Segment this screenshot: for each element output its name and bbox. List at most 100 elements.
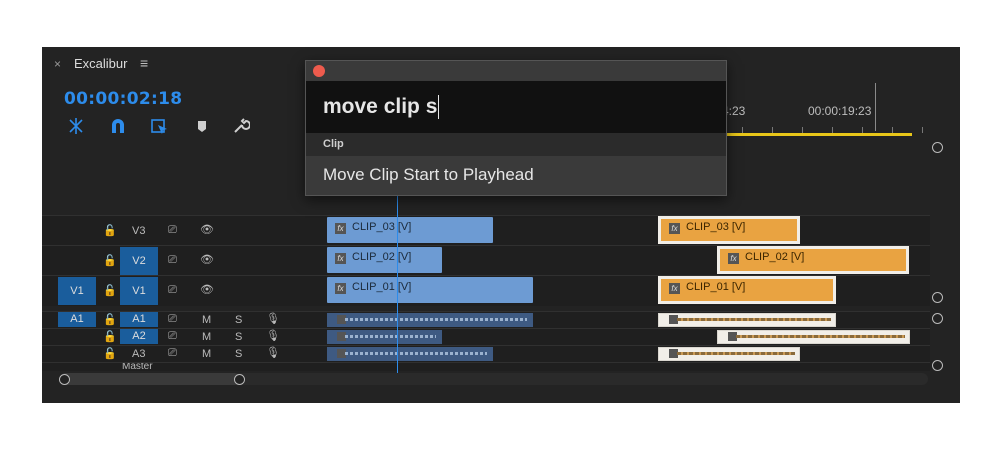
results-section-header: Clip [323, 138, 344, 150]
eye-icon[interactable]: 👁 [200, 254, 214, 266]
clip-v3-left[interactable]: fx CLIP_03 [V] [327, 217, 493, 243]
lock-icon[interactable]: 🔓 [103, 255, 117, 267]
clip-v1-right[interactable]: fx CLIP_01 [V] [658, 276, 836, 304]
ruler-tick [922, 127, 923, 133]
fx-badge-icon: fx [669, 283, 680, 294]
mute-button[interactable]: M [202, 331, 212, 343]
track-target-v2[interactable]: V2 [120, 247, 158, 275]
fx-badge-icon: fx [728, 253, 739, 264]
ruler-label: 00:00:19:23 [808, 104, 872, 118]
zoom-end-knob[interactable] [234, 374, 245, 385]
eye-icon[interactable]: 👁 [200, 224, 214, 236]
toggle-sync-icon[interactable]: ⎚ [168, 224, 177, 236]
fx-badge-icon: fx [335, 253, 346, 264]
mute-button[interactable]: M [202, 348, 212, 360]
source-patch-v1[interactable]: V1 [58, 277, 96, 305]
video-scroll-top-knob[interactable] [932, 142, 943, 153]
clip-label: CLIP_02 [V] [745, 251, 805, 263]
clip-label: CLIP_02 [V] [352, 251, 412, 263]
toggle-sync-icon[interactable]: ⎚ [168, 313, 177, 325]
track-name-a3[interactable]: A3 [132, 348, 146, 360]
search-result-item[interactable]: Move Clip Start to Playhead [306, 156, 726, 195]
clip-v2-left[interactable]: fx CLIP_02 [V] [327, 247, 442, 273]
track-target-a2[interactable]: A2 [120, 329, 158, 344]
lock-icon[interactable]: 🔓 [103, 314, 117, 326]
microphone-icon[interactable]: 🎙 [266, 330, 280, 342]
waveform [345, 352, 487, 355]
master-track-label: Master [122, 363, 153, 371]
zoom-start-knob[interactable] [59, 374, 70, 385]
close-button[interactable] [313, 65, 325, 77]
popup-titlebar [306, 61, 726, 81]
command-search-input[interactable]: move clip s [306, 81, 726, 133]
audio-clip-a3-right[interactable] [658, 347, 800, 361]
wrench-icon[interactable] [232, 117, 250, 135]
fx-badge-icon: fx [335, 283, 346, 294]
lock-icon[interactable]: 🔓 [103, 225, 117, 237]
audio-clip-a3-left[interactable] [327, 347, 493, 361]
clip-v2-right[interactable]: fx CLIP_02 [V] [717, 246, 909, 274]
ruler-tick [862, 127, 863, 133]
ruler-label: 4:23 [722, 104, 746, 118]
lock-icon[interactable]: 🔓 [103, 285, 117, 297]
ruler-tick [832, 127, 833, 133]
audio-scroll-top-knob[interactable] [932, 313, 943, 324]
fx-badge-icon [669, 349, 678, 358]
track-target-v1[interactable]: V1 [120, 277, 158, 305]
video-scroll-bottom-knob[interactable] [932, 292, 943, 303]
fx-badge-icon [337, 315, 346, 324]
playhead-line[interactable] [397, 195, 398, 375]
ruler-tick [802, 127, 803, 133]
track-master [42, 362, 930, 371]
text-caret [438, 95, 439, 119]
audio-clip-a2-left[interactable] [327, 330, 442, 344]
source-patch-a1[interactable]: A1 [58, 312, 96, 327]
track-name-v3[interactable]: V3 [132, 225, 146, 237]
ruler-marker-line [875, 83, 876, 131]
track-target-a1[interactable]: A1 [120, 312, 158, 327]
toggle-sync-icon[interactable]: ⎚ [168, 330, 177, 342]
fx-badge-icon: fx [669, 223, 680, 234]
audio-clip-a1-right[interactable] [658, 313, 836, 327]
eye-icon[interactable]: 👁 [200, 284, 214, 296]
search-query-text: move clip s [323, 95, 438, 118]
magnet-icon[interactable] [109, 117, 127, 135]
audio-clip-a1-left[interactable] [327, 313, 533, 327]
fx-badge-icon [728, 332, 737, 341]
sequence-title[interactable]: Excalibur [74, 56, 128, 71]
solo-button[interactable]: S [235, 348, 243, 360]
fx-badge-icon [337, 332, 346, 341]
work-area-bar[interactable] [726, 133, 912, 136]
linked-selection-icon[interactable] [150, 117, 168, 135]
solo-button[interactable]: S [235, 314, 243, 326]
clip-v1-left[interactable]: fx CLIP_01 [V] [327, 277, 533, 303]
marker-icon[interactable] [193, 117, 211, 135]
horizontal-scrollbar[interactable] [60, 373, 928, 385]
scrollbar-thumb[interactable] [60, 373, 240, 385]
waveform [736, 335, 905, 338]
close-panel-icon[interactable]: × [54, 57, 62, 71]
toggle-sync-icon[interactable]: ⎚ [168, 254, 177, 266]
track-a2[interactable] [42, 328, 930, 345]
lock-icon[interactable]: 🔓 [103, 331, 117, 343]
waveform [677, 318, 831, 321]
snap-icon[interactable] [67, 117, 85, 135]
panel-menu-icon[interactable]: ≡ [140, 55, 149, 71]
audio-clip-a2-right[interactable] [717, 330, 910, 344]
playhead-timecode[interactable]: 00:00:02:18 [64, 89, 183, 109]
clip-label: CLIP_03 [V] [352, 221, 412, 233]
fx-badge-icon [669, 315, 678, 324]
mute-button[interactable]: M [202, 314, 212, 326]
toggle-sync-icon[interactable]: ⎚ [168, 347, 177, 359]
toggle-sync-icon[interactable]: ⎚ [168, 284, 177, 296]
clip-label: CLIP_01 [V] [686, 281, 746, 293]
lock-icon[interactable]: 🔓 [103, 348, 117, 360]
fx-badge-icon: fx [335, 223, 346, 234]
command-search-popup[interactable]: move clip s Clip Move Clip Start to Play… [305, 60, 727, 196]
microphone-icon[interactable]: 🎙 [266, 313, 280, 325]
microphone-icon[interactable]: 🎙 [266, 347, 280, 359]
audio-scroll-bottom-knob[interactable] [932, 360, 943, 371]
solo-button[interactable]: S [235, 331, 243, 343]
clip-label: CLIP_01 [V] [352, 281, 412, 293]
